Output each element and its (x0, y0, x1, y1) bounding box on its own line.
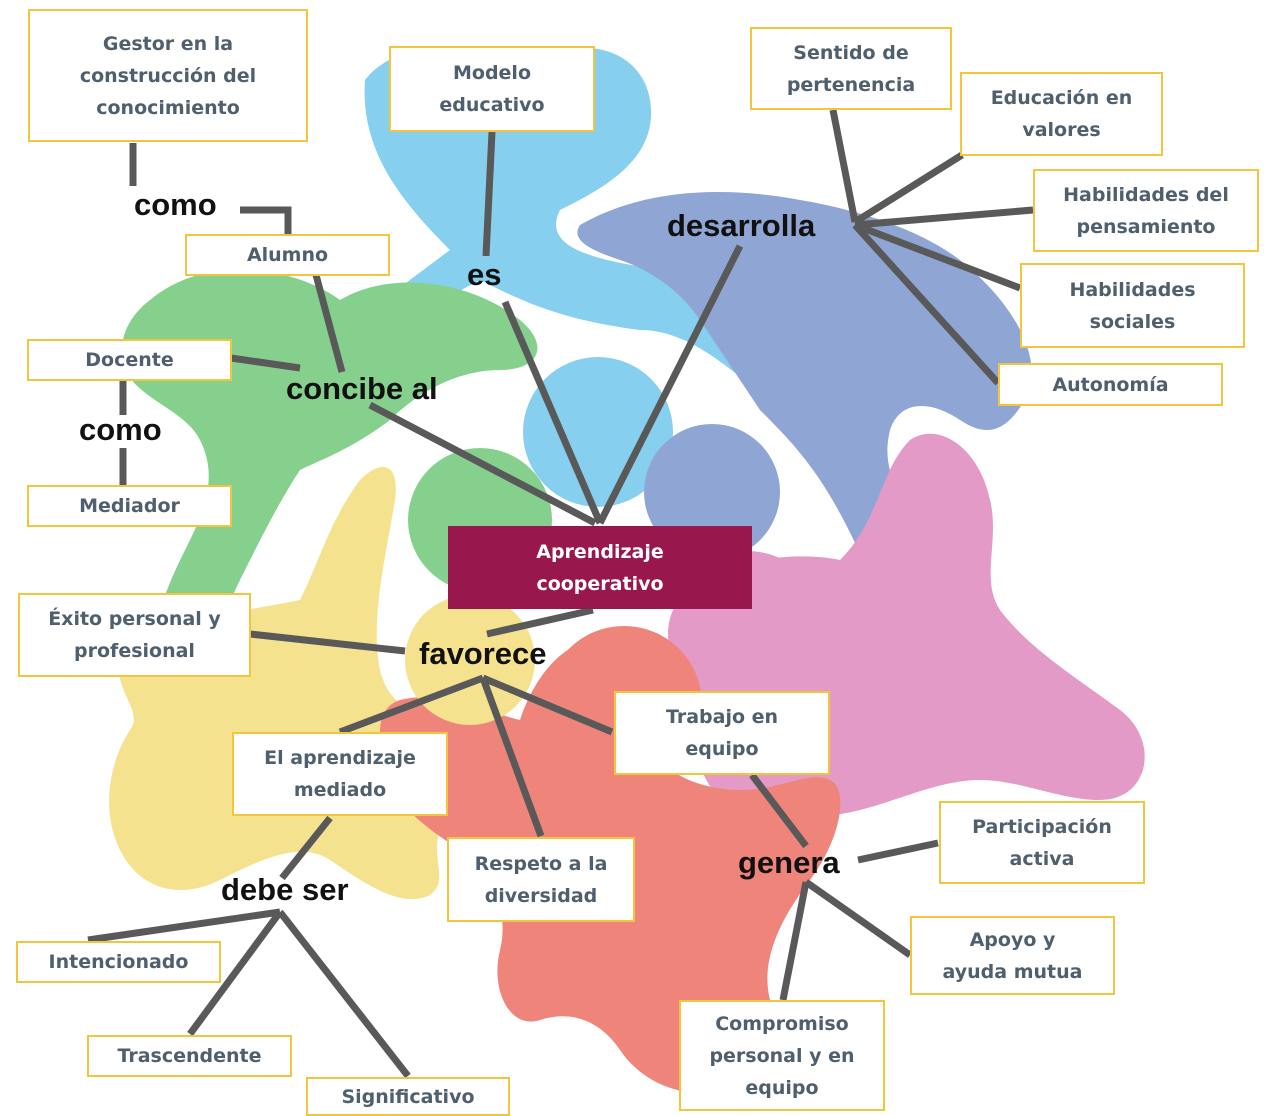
connector (338, 674, 485, 736)
connector (501, 300, 604, 525)
connector (312, 274, 346, 373)
concept-habilidades-sociales: Habilidades sociales (1020, 263, 1245, 348)
concept-significativo: Significativo (306, 1077, 510, 1116)
concept-alumno: Alumno (185, 234, 390, 276)
concept-gestor: Gestor en la construcción del conocimien… (28, 9, 308, 142)
connector (249, 630, 406, 655)
connector (368, 401, 597, 527)
link-debe-ser: debe ser (221, 872, 349, 907)
connector (857, 839, 939, 864)
link-como-top: como (134, 187, 217, 222)
concept-modelo-educativo: Modelo educativo (389, 46, 595, 132)
connector (486, 606, 594, 638)
central-concept: Aprendizaje cooperativo (448, 526, 752, 609)
concept-aprendizaje-mediado: El aprendizaje mediado (232, 732, 448, 816)
circle-blue (523, 357, 673, 507)
link-como-left: como (79, 412, 162, 447)
connector (749, 772, 809, 849)
connector (829, 109, 859, 223)
link-favorece: favorece (419, 636, 547, 671)
connector (479, 676, 545, 838)
connector (596, 244, 744, 525)
concept-exito: Éxito personal y profesional (18, 593, 251, 677)
concept-respeto-diversidad: Respeto a la diversidad (447, 837, 635, 922)
connector (187, 909, 283, 1037)
connector (240, 206, 292, 235)
link-es: es (467, 257, 502, 292)
concept-autonomia: Autonomía (998, 363, 1223, 406)
connector (853, 221, 1022, 292)
link-desarrolla: desarrolla (667, 208, 816, 243)
connector (481, 674, 614, 736)
connector (779, 881, 810, 1001)
concept-habilidades-pensamiento: Habilidades del pensamiento (1033, 169, 1259, 252)
concept-educacion-valores: Educación en valores (960, 72, 1163, 156)
connector (852, 222, 1001, 386)
connector (853, 152, 964, 225)
link-concibe-al: concibe al (286, 371, 438, 406)
connector (803, 879, 913, 958)
connector (482, 131, 496, 257)
concept-docente: Docente (27, 339, 232, 381)
connector (854, 206, 1034, 229)
concept-sentido-pertenencia: Sentido de pertenencia (750, 27, 952, 110)
connector (87, 908, 281, 944)
concept-mediador: Mediador (27, 485, 232, 527)
concept-intencionado: Intencionado (16, 941, 221, 983)
concept-participacion-activa: Participación activa (939, 801, 1145, 884)
connector (230, 354, 301, 372)
connector (277, 909, 411, 1079)
concept-trascendente: Trascendente (87, 1035, 292, 1077)
connector (279, 815, 333, 881)
link-genera: genera (738, 845, 840, 880)
blob-blue (281, 47, 830, 427)
concept-compromiso: Compromiso personal y en equipo (679, 1000, 885, 1111)
concept-apoyo: Apoyo y ayuda mutua (910, 916, 1115, 995)
concept-trabajo-equipo: Trabajo en equipo (614, 691, 830, 775)
